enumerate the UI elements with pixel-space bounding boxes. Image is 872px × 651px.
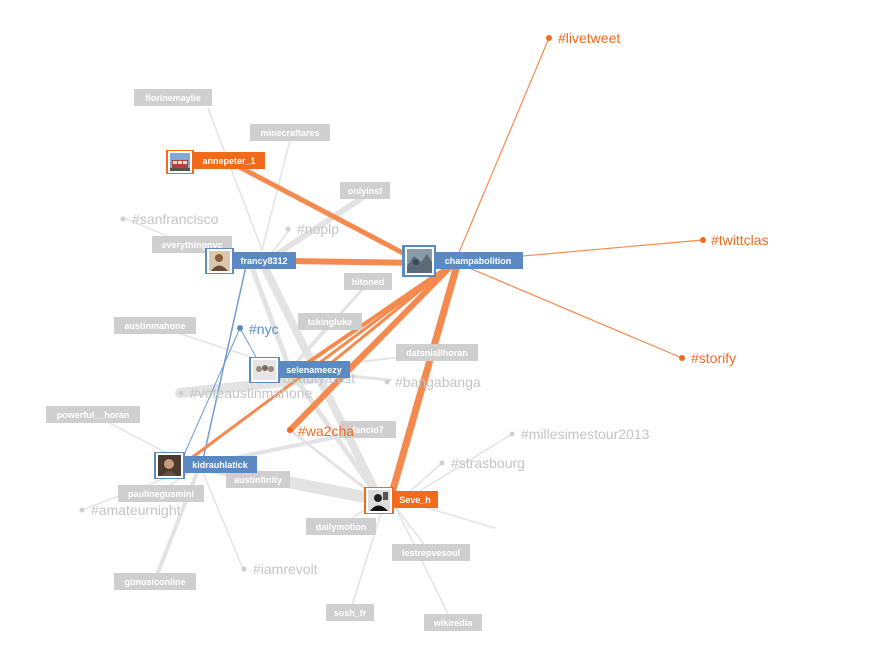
hashtag-label: #iamrevolt (253, 561, 318, 577)
node-label: francy8312 (240, 256, 287, 266)
hashtag-iamrevolt[interactable]: #iamrevolt (241, 561, 318, 577)
hashtag-strasbourg[interactable]: #strasbourg (439, 455, 525, 471)
hashtag-label: #storify (691, 350, 736, 366)
node-label: datsniallhoran (406, 348, 468, 358)
node-label: fancio7 (352, 425, 384, 435)
hashtag-label: #nyc (249, 321, 279, 337)
hashtag-label: #twittclas (711, 232, 769, 248)
hashtag-amateurnight[interactable]: #amateurnight (79, 502, 181, 518)
node-label: sosh_fr (334, 608, 367, 618)
node-label: selenameezy (286, 365, 342, 375)
hashtag-label: #strasbourg (451, 455, 525, 471)
node-fancio7[interactable]: fancio7 (340, 421, 396, 438)
bw-portrait-avatar-icon (368, 490, 390, 511)
node-powerful-horan[interactable]: powerful__horan (46, 406, 140, 423)
edge (454, 261, 683, 359)
cable-car-avatar-icon (170, 153, 190, 171)
edge (386, 258, 462, 504)
group-avatar-icon (253, 360, 276, 380)
gray-user-nodes: florinemaylie minecraftares onlyinsf eve… (46, 89, 482, 631)
node-seve-h[interactable]: Seve_h (364, 487, 438, 514)
node-annepeter-1[interactable]: annepeter_1 (166, 150, 265, 174)
node-kidrauhlatick[interactable]: kidrauhlatick (154, 452, 257, 479)
edge (207, 107, 263, 251)
portrait-avatar-icon (158, 455, 181, 476)
hashtag-nyc[interactable]: #nyc (237, 321, 279, 337)
node-label: hitoned (352, 277, 385, 287)
node-label: dailymotion (316, 522, 367, 532)
node-minecraftares[interactable]: minecraftares (250, 124, 330, 141)
node-takingluke[interactable]: takingluke (298, 313, 362, 330)
node-onlyinsf[interactable]: onlyinsf (340, 182, 390, 199)
hashtag-wa2cha[interactable]: #wa2cha (287, 423, 354, 439)
hashtag-label: #millesimestour2013 (521, 426, 650, 442)
hashtag-label: #noplp (297, 221, 339, 237)
node-label: powerful__horan (57, 410, 130, 420)
node-austinfinity[interactable]: austinfinity (226, 471, 290, 488)
hashtag-label: #wa2cha (298, 423, 354, 439)
node-dailymotion[interactable]: dailymotion (306, 518, 376, 535)
node-label: minecraftares (260, 128, 319, 138)
portrait-avatar-icon (209, 251, 230, 271)
edge (287, 258, 423, 266)
node-francy8312[interactable]: francy8312 (205, 248, 296, 274)
node-label: wikiredia (433, 618, 474, 628)
hashtag-storify[interactable]: #storify (679, 350, 736, 366)
hashtag-label: #voteaustinmahone (190, 385, 312, 401)
node-label: Seve_h (399, 495, 431, 505)
hashtag-label: #sanfrancisco (132, 211, 219, 227)
node-label: austinfinity (234, 475, 282, 485)
node-label: kidrauhlatick (192, 460, 249, 470)
edge (287, 367, 383, 503)
hashtag-label: #bangabanga (395, 374, 481, 390)
edge (247, 259, 293, 373)
edge (404, 433, 513, 501)
node-lestrepvesoul[interactable]: lestrepvesoul (392, 544, 470, 561)
edge (261, 139, 291, 251)
node-label: onlyinsf (348, 186, 384, 196)
node-selenameezy[interactable]: selenameezy (249, 357, 350, 383)
edge (179, 327, 241, 465)
node-hitoned[interactable]: hitoned (344, 273, 392, 290)
node-label: takingluke (308, 317, 353, 327)
node-sosh-fr[interactable]: sosh_fr (326, 604, 374, 621)
hashtag-label: #livetweet (558, 30, 620, 46)
edge (153, 463, 202, 582)
node-label: annepeter_1 (202, 156, 255, 166)
orange-edges (184, 37, 704, 504)
node-florinemaylie[interactable]: florinemaylie (134, 89, 212, 106)
landscape-avatar-icon (407, 249, 432, 273)
hashtag-livetweet[interactable]: #livetweet (546, 30, 620, 46)
hashtag-noplp[interactable]: #noplp (285, 221, 340, 237)
node-label: lestrepvesoul (402, 548, 460, 558)
node-gtmusiconline[interactable]: gtmusiconline (114, 573, 196, 590)
highlighted-hashtags: #livetweet #twittclas #storify #nyc #wa2… (237, 30, 769, 439)
highlighted-user-nodes: annepeter_1 champabolition (154, 150, 523, 514)
node-champabolition[interactable]: champabolition (402, 245, 523, 277)
edge (287, 259, 458, 433)
gray-hashtags: #sanfrancisco #noplp #beautyartist #bang… (79, 211, 650, 577)
edge (349, 499, 386, 613)
node-label: gtmusiconline (124, 577, 185, 587)
hashtag-bangabanga[interactable]: #bangabanga (384, 374, 481, 390)
edge (454, 37, 550, 263)
edge (225, 158, 423, 265)
edge (199, 464, 244, 570)
hashtag-sanfrancisco[interactable]: #sanfrancisco (120, 211, 219, 227)
node-datsniallhoran[interactable]: datsniallhoran (396, 344, 478, 361)
hashtag-twittclas[interactable]: #twittclas (700, 232, 769, 248)
node-wikiredia[interactable]: wikiredia (424, 614, 482, 631)
hashtag-millesimestour2013[interactable]: #millesimestour2013 (509, 426, 650, 442)
node-label: paulinegusmini (128, 489, 194, 499)
hashtag-voteaustinmahone[interactable]: #voteaustinmahone (178, 385, 313, 401)
node-label: champabolition (445, 256, 512, 266)
edge (262, 193, 368, 265)
hashtag-label: #amateurnight (91, 502, 181, 518)
node-label: everythingnyc (161, 240, 222, 250)
node-paulinegusmini[interactable]: paulinegusmini (118, 485, 204, 502)
node-label: florinemaylie (145, 93, 201, 103)
node-austinmahone[interactable]: austinmahone (114, 317, 196, 334)
node-label: austinmahone (124, 321, 185, 331)
